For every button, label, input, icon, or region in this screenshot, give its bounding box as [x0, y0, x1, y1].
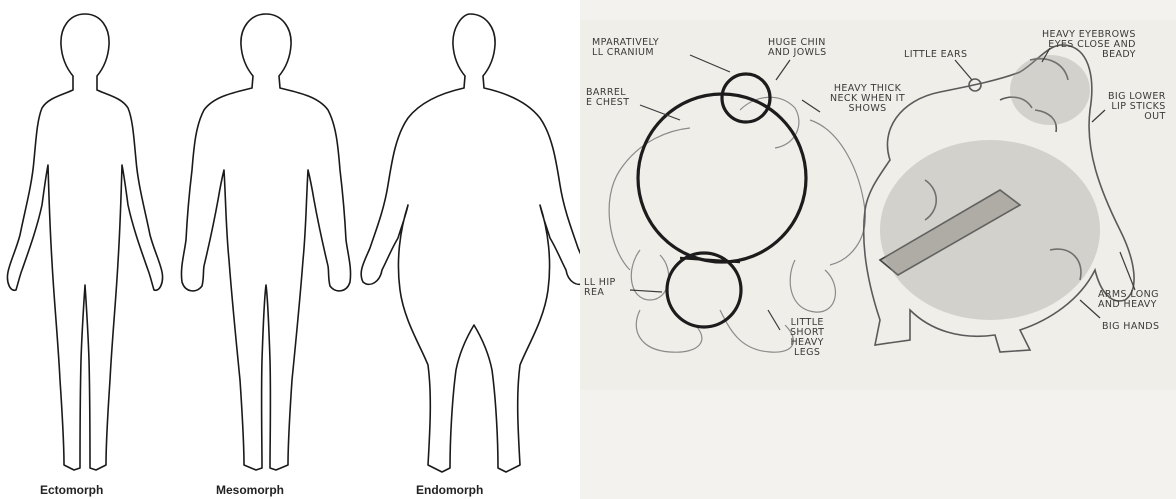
label-eyebrows: HEAVY EYEBROWS EYES CLOSE AND BEADY	[1042, 30, 1136, 60]
label-neck: HEAVY THICK NECK WHEN IT SHOWS	[830, 84, 905, 114]
mesomorph-silhouette	[181, 14, 350, 470]
body-silhouettes	[0, 0, 590, 499]
ectomorph-label: Ectomorph	[40, 483, 103, 497]
label-lip: BIG LOWER LIP STICKS OUT	[1108, 92, 1166, 122]
label-legs: LITTLE SHORT HEAVY LEGS	[790, 318, 824, 358]
label-ears: LITTLE EARS	[904, 50, 967, 60]
label-arms: ARMS LONG AND HEAVY	[1098, 290, 1159, 310]
mesomorph-label: Mesomorph	[216, 483, 284, 497]
endomorph-label: Endomorph	[416, 483, 483, 497]
character-sketch-panel: MPARATIVELY LL CRANIUM HUGE CHIN AND JOW…	[580, 0, 1176, 499]
character-sketch	[580, 0, 1176, 499]
body-types-panel: Ectomorph Mesomorph Endomorph	[0, 0, 590, 499]
endomorph-silhouette	[361, 14, 587, 472]
ectomorph-silhouette	[7, 14, 162, 470]
label-hands: BIG HANDS	[1102, 322, 1159, 332]
label-cranium: MPARATIVELY LL CRANIUM	[592, 38, 659, 58]
label-barrel-chest: BARREL E CHEST	[586, 88, 629, 108]
label-hip: LL HIP REA	[584, 278, 616, 298]
label-chin: HUGE CHIN AND JOWLS	[768, 38, 827, 58]
